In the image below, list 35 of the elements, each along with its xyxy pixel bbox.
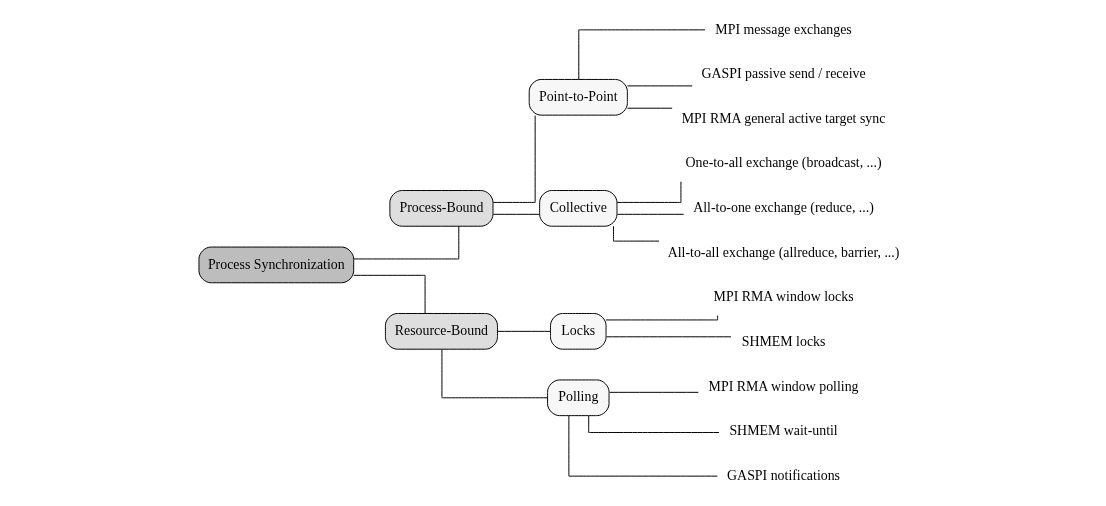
node-text: SHMEM locks bbox=[741, 333, 825, 349]
node-text: All-to-one exchange (reduce, ...) bbox=[692, 200, 874, 216]
connector bbox=[605, 336, 731, 338]
connector bbox=[492, 115, 536, 203]
connector bbox=[612, 225, 660, 242]
connector bbox=[492, 213, 540, 215]
connector bbox=[496, 330, 551, 332]
node-text: MPI RMA window locks bbox=[713, 289, 854, 305]
connector bbox=[616, 181, 681, 203]
node-text: MPI message exchanges bbox=[714, 21, 852, 37]
node-text: GASPI passive send / receive bbox=[701, 66, 866, 82]
connector bbox=[626, 85, 693, 87]
node-box: Point-to-Point bbox=[528, 78, 628, 116]
node-box: Process Synchronization bbox=[197, 246, 354, 284]
connector bbox=[616, 213, 684, 215]
node-box: Resource-Bound bbox=[384, 313, 498, 350]
connector bbox=[352, 225, 459, 260]
connector bbox=[352, 274, 426, 314]
connector bbox=[605, 315, 718, 321]
node-text: One-to-all exchange (broadcast, ...) bbox=[685, 155, 882, 171]
node-box: Collective bbox=[538, 190, 617, 227]
node-text: MPI RMA window polling bbox=[708, 378, 859, 394]
node-box: Polling bbox=[546, 379, 610, 417]
node-box: Process-Bound bbox=[388, 190, 493, 227]
connector bbox=[577, 29, 705, 80]
connector bbox=[567, 415, 718, 477]
node-text: MPI RMA general active target sync bbox=[681, 110, 885, 126]
node-text: SHMEM wait-until bbox=[728, 423, 838, 439]
connector bbox=[587, 415, 719, 433]
connector bbox=[626, 107, 673, 109]
connector bbox=[440, 349, 548, 399]
node-text: GASPI notifications bbox=[726, 467, 840, 483]
node-text: All-to-all exchange (allreduce, barrier, ...) bbox=[667, 244, 899, 260]
connector bbox=[608, 391, 699, 393]
node-box: Locks bbox=[549, 313, 607, 350]
